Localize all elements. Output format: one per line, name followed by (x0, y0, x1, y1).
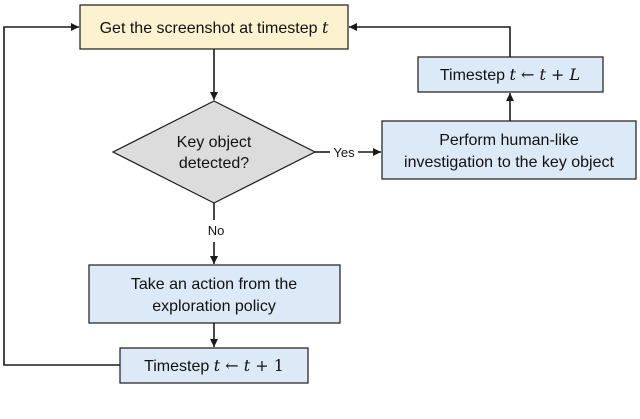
timestep-short-var2: t (244, 356, 251, 375)
timestep-short-box (119, 347, 309, 384)
start-node-label: Get the screenshot at timestep (100, 20, 322, 37)
start-node: Get the screenshot at timestep t (79, 4, 349, 50)
explore-line1: Take an action from the (131, 276, 297, 293)
timestep-long-var1: t (510, 65, 517, 84)
timestep-long-prefix: Timestep (440, 67, 510, 84)
explore-node-box (88, 264, 341, 324)
start-node-box (79, 4, 349, 50)
investigate-node: Perform human-like investigation to the … (381, 120, 637, 180)
edge-timestep-long-to-start (349, 23, 511, 57)
decision-line2: detected? (179, 155, 249, 172)
timestep-short-var1: t (214, 356, 221, 375)
timestep-long-plus: + (546, 65, 570, 84)
timestep-long-node: Timestep t ← t + L (417, 56, 604, 93)
investigate-line1: Perform human-like (439, 132, 579, 149)
timestep-short-text: Timestep t ← t + 1 (144, 356, 284, 375)
timestep-short-num: 1 (274, 356, 284, 375)
timestep-short-plus: + (250, 356, 274, 375)
decision-node-shape (111, 100, 317, 204)
explore-node: Take an action from the exploration poli… (88, 264, 341, 324)
edge-timestep-short-to-start (3, 23, 120, 366)
start-node-var: t (322, 18, 329, 37)
decision-node: Key object detected? (111, 100, 317, 204)
timestep-long-var3: L (569, 65, 581, 84)
decision-line1: Key object (177, 134, 252, 151)
explore-line2: exploration policy (152, 298, 276, 315)
timestep-long-arrow: ← (516, 65, 540, 84)
timestep-short-node: Timestep t ← t + 1 (119, 347, 309, 384)
timestep-long-text: Timestep t ← t + L (440, 65, 580, 84)
investigate-line2: investigation to the key object (404, 154, 614, 171)
start-node-text: Get the screenshot at timestep t (100, 18, 329, 37)
edge-yes-label: Yes (333, 145, 355, 160)
timestep-short-prefix: Timestep (144, 358, 214, 375)
timestep-long-var2: t (540, 65, 547, 84)
edge-no-label: No (208, 223, 225, 238)
investigate-node-box (381, 120, 637, 180)
timestep-short-arrow: ← (220, 356, 244, 375)
